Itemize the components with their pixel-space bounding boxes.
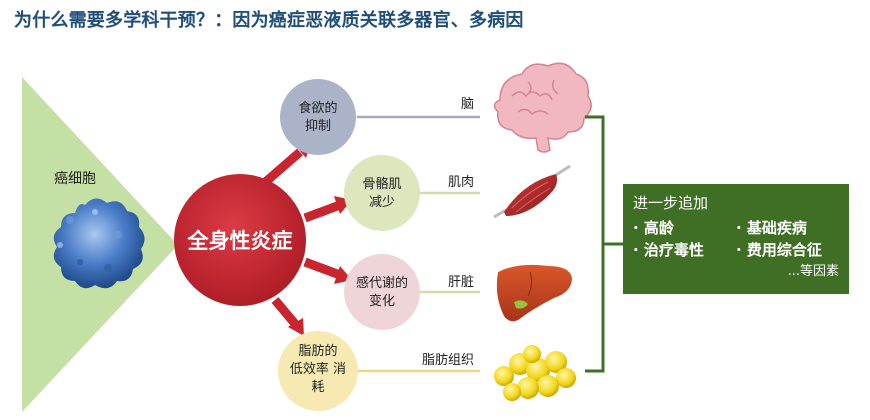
svg-text:耗: 耗	[311, 380, 324, 395]
cancer-cell-label: 癌细胞	[54, 171, 96, 187]
effect-appetite-suppression: 食欲的 抑制	[280, 79, 356, 155]
page-title: 为什么需要多学科干预？：因为癌症恶液质关联多器官、多病因	[14, 10, 524, 31]
effect-muscle-loss: 骨骼肌 减少	[344, 155, 420, 231]
svg-text:感代谢的: 感代谢的	[356, 275, 408, 291]
factor-item: · 费用综合征	[736, 241, 822, 259]
liver-icon	[496, 264, 572, 322]
grouping-bracket	[585, 115, 623, 373]
svg-text:食欲的: 食欲的	[298, 100, 337, 116]
factor-item: · 基础疾病	[736, 219, 807, 237]
effect-metabolic-change: 感代谢的 变化	[344, 254, 420, 330]
svg-text:骨骼肌: 骨骼肌	[362, 176, 401, 192]
brain-icon	[493, 62, 592, 153]
muscle-icon	[493, 164, 571, 219]
cancer-cell-icon	[53, 198, 145, 289]
systemic-inflammation-circle	[174, 174, 306, 306]
organ-label-muscle: 肌肉	[448, 175, 474, 190]
svg-text:变化: 变化	[369, 293, 395, 309]
organ-label-liver: 肝脏	[448, 275, 474, 290]
svg-text:抑制: 抑制	[305, 119, 331, 134]
factor-item: · 高龄	[633, 219, 674, 237]
additional-factors-heading: 进一步追加	[633, 194, 709, 212]
additional-factors-box: 进一步追加 · 高龄 · 基础疾病 · 治疗毒性 · 费用综合征 ...等因素	[623, 184, 849, 294]
organ-label-fat: 脂肪组织	[422, 352, 474, 368]
effect-fat-consumption: 脂肪的 低效率 消 耗	[278, 331, 358, 411]
svg-text:脂肪的: 脂肪的	[298, 343, 337, 359]
svg-text:减少: 减少	[369, 195, 395, 210]
organ-label-brain: 脑	[461, 97, 474, 112]
more-factors-text: ...等因素	[787, 264, 839, 279]
fat-tissue-icon	[494, 345, 576, 401]
center-label: 全身性炎症	[187, 229, 293, 253]
factor-item: · 治疗毒性	[633, 241, 704, 259]
svg-text:低效率 消: 低效率 消	[290, 361, 346, 377]
